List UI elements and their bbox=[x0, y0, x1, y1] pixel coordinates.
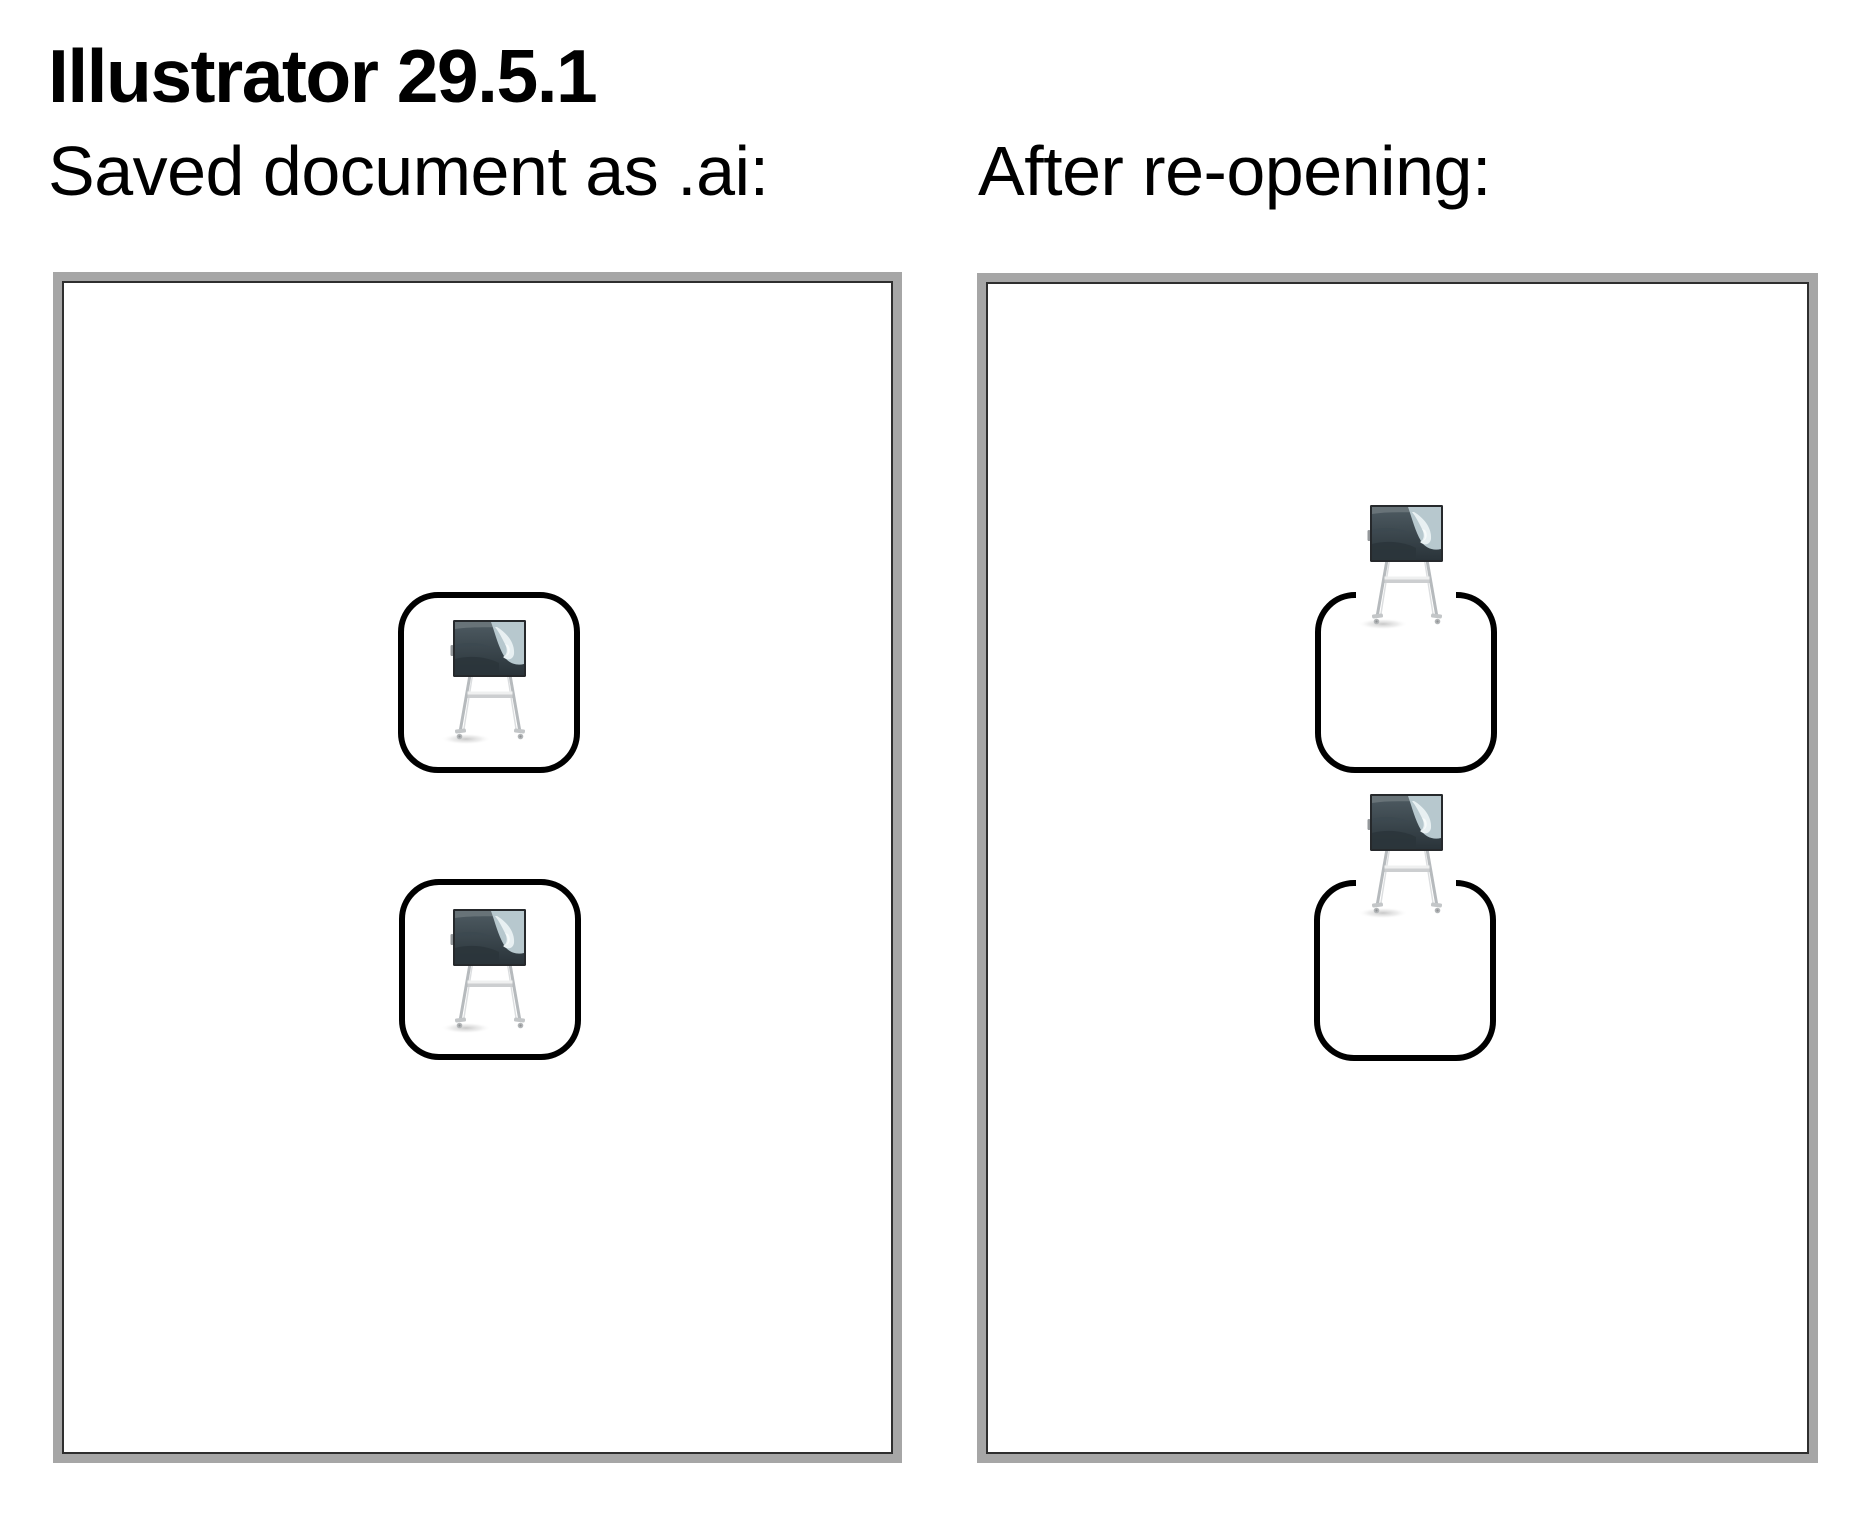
heading-after-reopening: After re-opening: bbox=[978, 132, 1491, 210]
artboard-saved-document bbox=[53, 272, 902, 1463]
surface-hub-image bbox=[439, 615, 539, 750]
surface-hub-image bbox=[439, 904, 539, 1039]
surface-hub-image bbox=[1356, 789, 1456, 924]
page-title: Illustrator 29.5.1 bbox=[48, 34, 598, 118]
surface-hub-image bbox=[1356, 500, 1456, 635]
heading-saved-document: Saved document as .ai: bbox=[48, 132, 769, 210]
artboard-canvas bbox=[62, 281, 893, 1454]
artboard-canvas bbox=[986, 282, 1809, 1454]
artboard-after-reopening bbox=[977, 273, 1818, 1463]
